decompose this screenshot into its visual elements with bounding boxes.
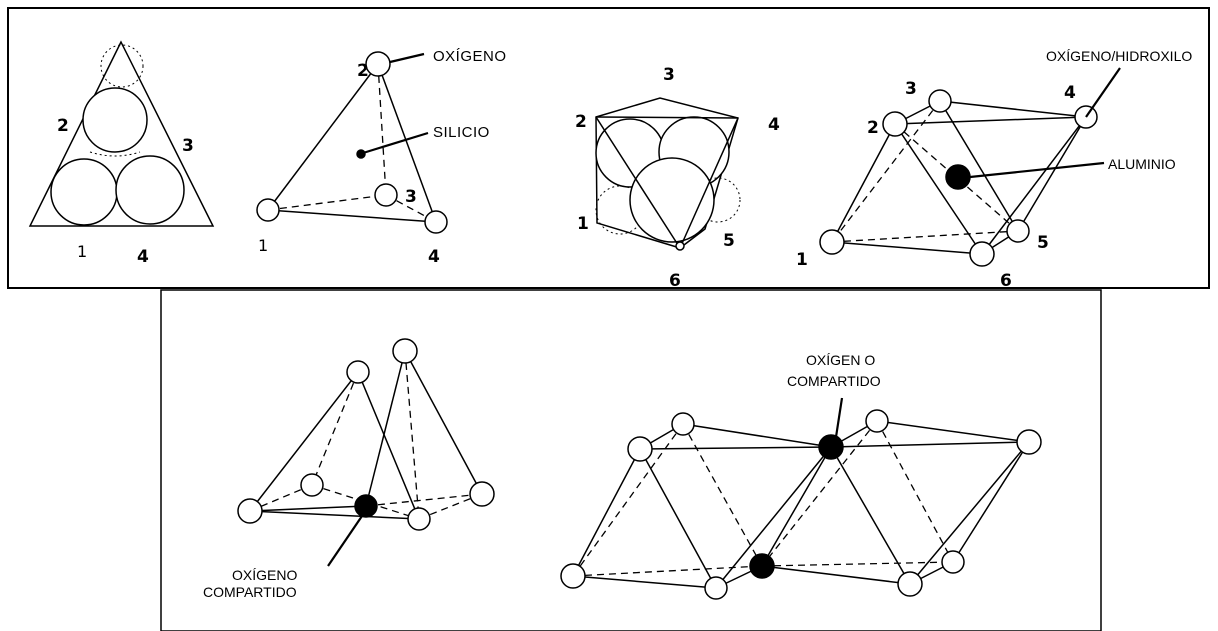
oxigeno-pointer bbox=[389, 52, 425, 64]
label-vertex-3: 3 bbox=[182, 136, 194, 156]
linked-octahedra-figure: OXÍGEN O COMPARTIDO bbox=[560, 352, 1042, 600]
lower-left-sphere bbox=[50, 158, 118, 226]
oxygen-atom-5 bbox=[1006, 219, 1030, 243]
label-vertex-3: 3 bbox=[663, 65, 675, 85]
label-atom-2: 2 bbox=[867, 118, 879, 138]
octahedron-outline bbox=[595, 97, 739, 249]
label-vertex-2: 2 bbox=[57, 116, 69, 136]
octahedron-spheres-figure: 3 2 4 1 5 6 bbox=[575, 65, 780, 291]
shared-oxygen-atom-top bbox=[818, 434, 844, 460]
shared-oxygen-pointer bbox=[834, 397, 844, 438]
oxygen-atom-1 bbox=[256, 198, 280, 222]
hidroxilo-pointer bbox=[1085, 67, 1121, 118]
oxygen-atom-6 bbox=[969, 241, 995, 267]
oxygen-atom-3 bbox=[374, 183, 398, 207]
alumina-octahedron-figure: OXÍGENO/HIDROXILO ALUMINIO 3 2 4 1 5 6 bbox=[796, 48, 1192, 291]
silicio-pointer bbox=[362, 131, 429, 155]
oxigeno-hidroxilo-label: OXÍGENO/HIDROXILO bbox=[1046, 48, 1192, 64]
silicon-atom bbox=[356, 149, 366, 159]
label-vertex-2: 2 bbox=[575, 112, 587, 132]
top-panel-frame bbox=[7, 7, 1210, 289]
oxygen-atom-1 bbox=[819, 229, 845, 255]
top-sphere-hidden bbox=[100, 44, 144, 88]
label-atom-1: 1 bbox=[796, 250, 808, 270]
label-vertex-5: 5 bbox=[723, 231, 735, 251]
oxigeno-compartido-label-line2: COMPARTIDO bbox=[787, 373, 881, 389]
label-vertex-6: 6 bbox=[669, 271, 681, 291]
linked-tetrahedra-figure: OXÍGENO COMPARTIDO bbox=[203, 338, 495, 600]
oxigeno-compartido-label-line2: COMPARTIDO bbox=[203, 584, 297, 600]
oxigeno-compartido-label-line1: OXÍGEN O bbox=[806, 352, 875, 368]
aluminio-pointer bbox=[969, 161, 1105, 179]
label-atom-2: 2 bbox=[357, 61, 369, 81]
tetrahedron-spheres-figure: 2 3 1 4 bbox=[28, 40, 215, 267]
oxygen-atom-3 bbox=[928, 89, 952, 113]
oxigeno-label: OXÍGENO bbox=[433, 48, 507, 65]
label-vertex-4: 4 bbox=[768, 115, 780, 135]
label-atom-4: 4 bbox=[428, 247, 440, 267]
label-atom-1: 1 bbox=[258, 236, 268, 255]
upper-sphere bbox=[82, 87, 148, 153]
shared-oxygen-atom-bottom bbox=[749, 553, 775, 579]
silica-tetrahedron-figure: OXÍGENO SILICIO 2 3 1 4 bbox=[256, 48, 507, 267]
oxygen-atom-4 bbox=[424, 210, 448, 234]
label-atom-3: 3 bbox=[405, 187, 417, 207]
label-atom-3: 3 bbox=[905, 79, 917, 99]
bottom-panel-frame bbox=[160, 289, 1102, 631]
front-sphere bbox=[629, 157, 715, 243]
label-atom-6: 6 bbox=[1000, 271, 1012, 291]
aluminium-atom bbox=[945, 164, 971, 190]
oxygen-atom-2 bbox=[365, 51, 391, 77]
silicio-label: SILICIO bbox=[433, 124, 490, 141]
triangle-outline bbox=[28, 40, 215, 227]
lower-right-sphere bbox=[115, 155, 185, 225]
oxygen-atom-2 bbox=[882, 111, 908, 137]
aluminio-label: ALUMINIO bbox=[1108, 156, 1176, 172]
shared-oxygen-atom bbox=[354, 494, 378, 518]
label-vertex-4: 4 bbox=[137, 247, 149, 267]
shared-oxygen-pointer bbox=[327, 515, 363, 567]
label-atom-4: 4 bbox=[1064, 83, 1076, 103]
label-atom-5: 5 bbox=[1037, 233, 1049, 253]
label-vertex-1: 1 bbox=[577, 214, 589, 234]
contact-dots bbox=[89, 151, 141, 157]
label-vertex-1: 1 bbox=[77, 242, 87, 261]
oxigeno-compartido-label-line1: OXÍGENO bbox=[232, 567, 297, 583]
